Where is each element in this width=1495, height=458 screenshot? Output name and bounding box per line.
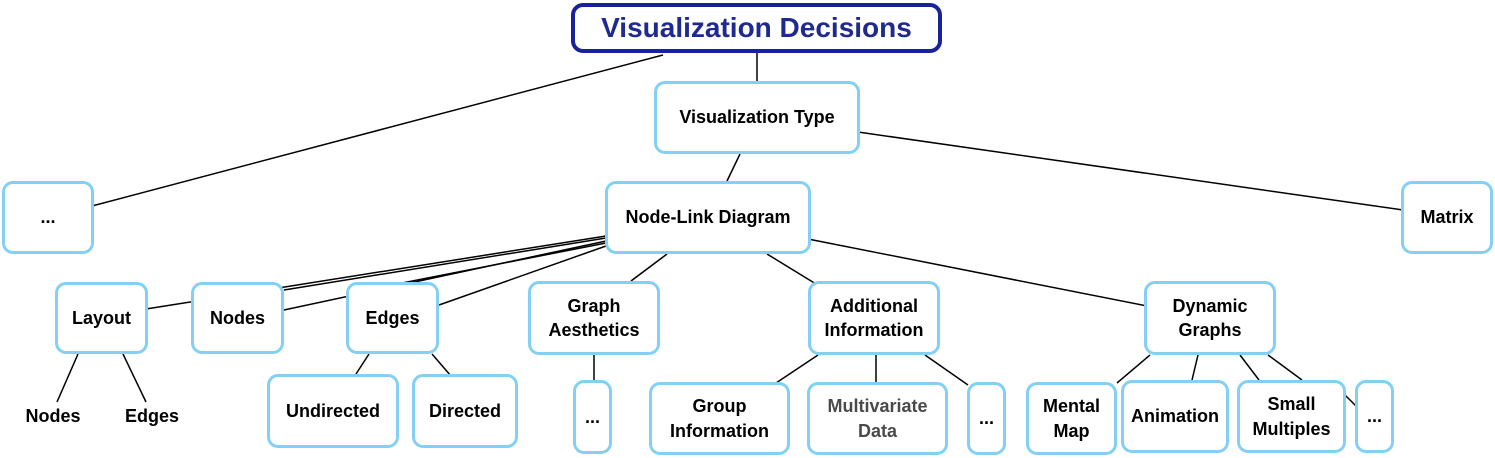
connector-line xyxy=(857,131,1404,211)
mental-map-node[interactable]: Mental Map xyxy=(1026,382,1117,455)
root-node[interactable]: Visualization Decisions xyxy=(571,3,942,53)
connector-line xyxy=(924,354,969,386)
connector-line xyxy=(1191,354,1199,381)
connector-line xyxy=(726,153,741,182)
nodes-node[interactable]: Nodes xyxy=(191,282,284,354)
connector-line xyxy=(283,237,607,291)
node-link-diagram-node[interactable]: Node-Link Diagram xyxy=(605,181,811,254)
connector-line xyxy=(630,253,668,282)
dynamic-graphs-node[interactable]: Dynamic Graphs xyxy=(1144,281,1276,355)
layout-nodes-label: Nodes xyxy=(25,405,81,426)
connector-line xyxy=(355,353,370,375)
matrix-node[interactable]: Matrix xyxy=(1401,181,1493,254)
graph-aesthetics-node[interactable]: Graph Aesthetics xyxy=(528,281,660,355)
dynamic-more-node[interactable]: ... xyxy=(1355,380,1394,453)
edges-node[interactable]: Edges xyxy=(346,282,439,354)
connector-line xyxy=(766,253,817,285)
connector-line xyxy=(56,353,79,403)
connector-line xyxy=(283,240,607,311)
connector-line xyxy=(431,353,452,377)
additional-information-node[interactable]: Additional Information xyxy=(808,281,940,355)
connector-line xyxy=(775,354,819,384)
undirected-node[interactable]: Undirected xyxy=(267,374,399,448)
connector-line xyxy=(1239,354,1260,381)
connector-line xyxy=(122,353,147,403)
other-types-node[interactable]: ... xyxy=(2,181,94,254)
layout-edges-label: Edges xyxy=(124,405,180,426)
layout-node[interactable]: Layout xyxy=(55,282,148,354)
information-more-node[interactable]: ... xyxy=(967,382,1006,455)
animation-node[interactable]: Animation xyxy=(1121,380,1229,453)
group-information-node[interactable]: Group Information xyxy=(649,382,790,455)
small-multiples-node[interactable]: Small Multiples xyxy=(1237,380,1346,453)
connector-line xyxy=(438,245,607,306)
connector-line xyxy=(91,54,664,207)
multivariate-data-node[interactable]: Multivariate Data xyxy=(807,382,948,455)
connector-line xyxy=(1116,354,1151,384)
connector-line xyxy=(1267,354,1303,381)
connector-line xyxy=(807,238,1148,307)
visualization-type-node[interactable]: Visualization Type xyxy=(654,81,860,154)
aesthetics-more-node[interactable]: ... xyxy=(573,380,612,454)
directed-node[interactable]: Directed xyxy=(412,374,518,448)
